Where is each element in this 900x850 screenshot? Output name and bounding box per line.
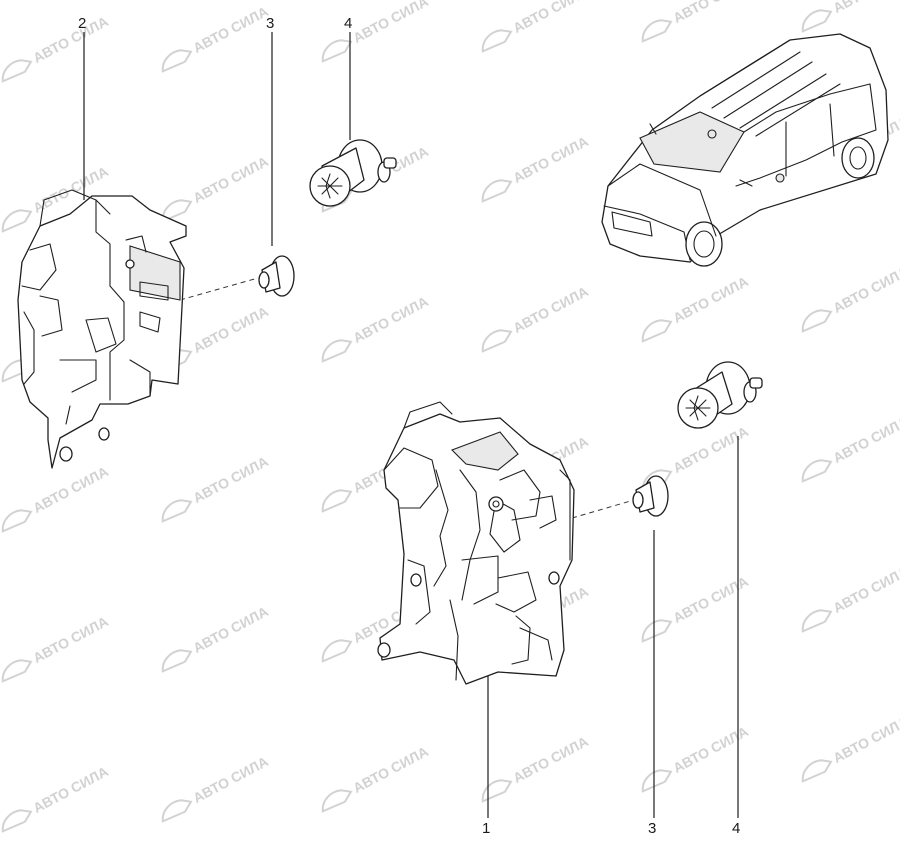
watermark-mark: АВТО СИЛА: [481, 283, 591, 353]
svg-text:АВТО СИЛА: АВТО СИЛА: [830, 563, 900, 616]
svg-text:АВТО СИЛА: АВТО СИЛА: [30, 613, 111, 666]
svg-text:АВТО СИЛА: АВТО СИЛА: [830, 263, 900, 316]
svg-text:АВТО СИЛА: АВТО СИЛА: [670, 573, 751, 626]
watermark-mark: АВТО СИЛА: [1, 613, 111, 683]
svg-text:АВТО СИЛА: АВТО СИЛА: [350, 743, 431, 796]
svg-text:АВТО СИЛА: АВТО СИЛА: [190, 303, 271, 356]
callout-4-bottom: 4: [732, 820, 740, 837]
svg-text:АВТО СИЛА: АВТО СИЛА: [190, 453, 271, 506]
svg-text:АВТО СИЛА: АВТО СИЛА: [30, 763, 111, 816]
svg-text:АВТО СИЛА: АВТО СИЛА: [190, 3, 271, 56]
watermark-mark: АВТО СИЛА: [161, 3, 271, 73]
door-lock-front-part-1: [377, 401, 575, 685]
svg-text:АВТО СИЛА: АВТО СИЛА: [830, 713, 900, 766]
striker-screw-rear-part-3: [258, 255, 295, 297]
svg-text:АВТО СИЛА: АВТО СИЛА: [670, 423, 751, 476]
svg-text:АВТО СИЛА: АВТО СИЛА: [190, 753, 271, 806]
watermark-mark: АВТО СИЛА: [321, 743, 431, 813]
watermark-mark: АВТО СИЛА: [481, 0, 591, 53]
striker-screw-front-part-3: [632, 475, 669, 517]
svg-text:АВТО СИЛА: АВТО СИЛА: [190, 603, 271, 656]
callout-1: 1: [482, 820, 490, 837]
alignment-dash-front: [571, 499, 635, 519]
watermark-mark: АВТО СИЛА: [801, 413, 900, 483]
watermark-mark: АВТО СИЛА: [1, 463, 111, 533]
watermark-mark: АВТО СИЛА: [481, 133, 591, 203]
watermark-mark: АВТО СИЛА: [801, 563, 900, 633]
svg-text:АВТО СИЛА: АВТО СИЛА: [510, 733, 591, 786]
watermark-mark: АВТО СИЛА: [1, 13, 111, 83]
svg-text:АВТО СИЛА: АВТО СИЛА: [670, 273, 751, 326]
svg-text:АВТО СИЛА: АВТО СИЛА: [510, 283, 591, 336]
svg-text:АВТО СИЛА: АВТО СИЛА: [30, 13, 111, 66]
watermark-mark: АВТО СИЛА: [161, 753, 271, 823]
vehicle-illustration: [601, 33, 889, 267]
watermark-mark: АВТО СИЛА: [641, 273, 751, 343]
striker-bolt-front-part-4: [677, 361, 763, 429]
door-lock-rear-part-2: [17, 189, 187, 469]
watermark-mark: АВТО СИЛА: [321, 0, 431, 63]
striker-bolt-rear-part-4: [309, 139, 397, 207]
callout-2: 2: [78, 15, 86, 32]
watermark-mark: АВТО СИЛА: [641, 0, 751, 43]
svg-text:АВТО СИЛА: АВТО СИЛА: [670, 723, 751, 776]
callout-3-top: 3: [266, 15, 274, 32]
svg-text:АВТО СИЛА: АВТО СИЛА: [510, 133, 591, 186]
watermark-mark: АВТО СИЛА: [801, 263, 900, 333]
svg-text:АВТО СИЛА: АВТО СИЛА: [30, 463, 111, 516]
svg-text:АВТО СИЛА: АВТО СИЛА: [350, 293, 431, 346]
watermark-mark: АВТО СИЛА: [161, 603, 271, 673]
svg-text:АВТО СИЛА: АВТО СИЛА: [670, 0, 751, 26]
watermark-mark: АВТО СИЛА: [801, 0, 900, 33]
watermark-mark: АВТО СИЛА: [161, 153, 271, 223]
watermark-mark: АВТО СИЛА: [321, 293, 431, 363]
callout-4-top: 4: [344, 15, 352, 32]
svg-text:АВТО СИЛА: АВТО СИЛА: [350, 0, 431, 46]
svg-text:АВТО СИЛА: АВТО СИЛА: [190, 153, 271, 206]
watermark-mark: АВТО СИЛА: [801, 713, 900, 783]
watermark-mark: АВТО СИЛА: [481, 733, 591, 803]
watermark-mark: АВТО СИЛА: [1, 763, 111, 833]
svg-text:АВТО СИЛА: АВТО СИЛА: [510, 0, 591, 36]
watermark-mark: АВТО СИЛА: [161, 453, 271, 523]
svg-text:АВТО СИЛА: АВТО СИЛА: [830, 413, 900, 466]
callout-3-bottom: 3: [648, 820, 656, 837]
svg-text:АВТО СИЛА: АВТО СИЛА: [830, 0, 900, 16]
alignment-dash-rear: [179, 277, 259, 301]
